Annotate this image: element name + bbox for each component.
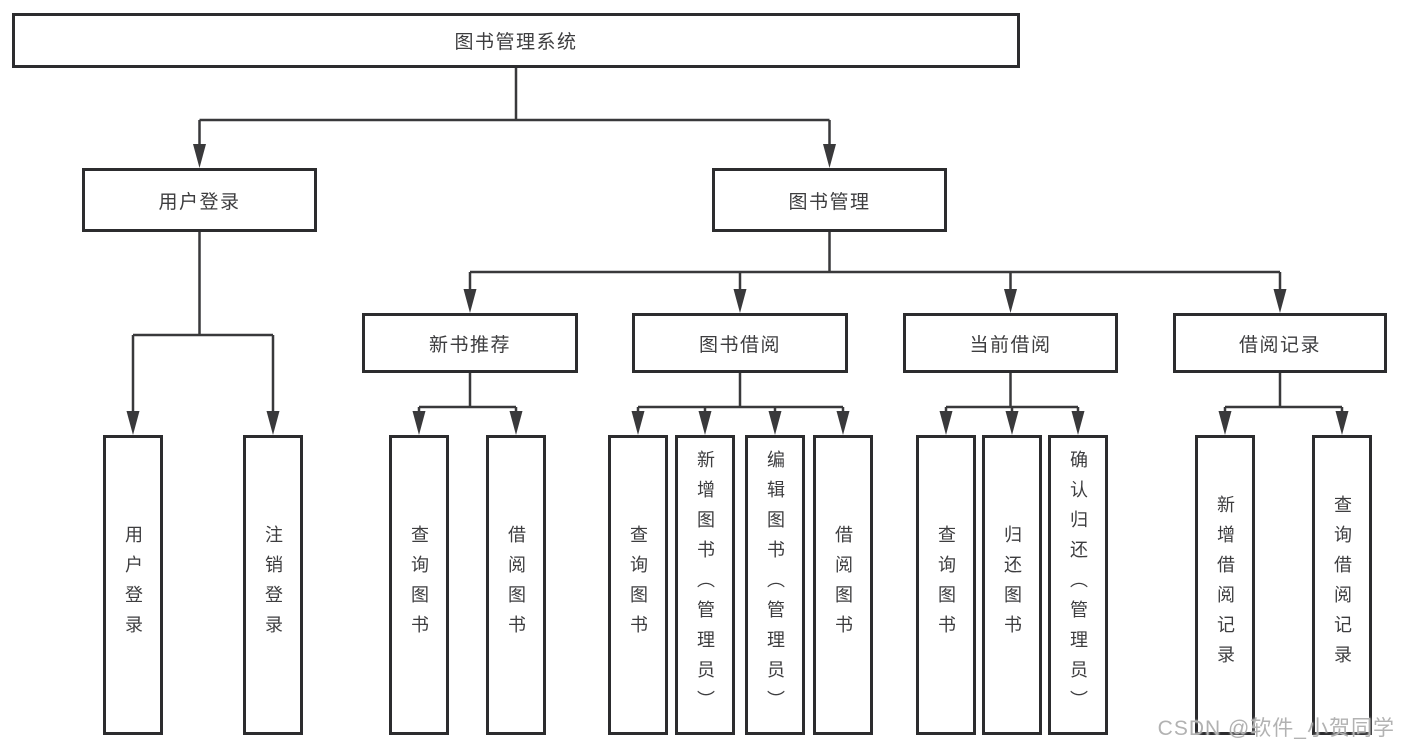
node-label: 新增图书（管理员） [695, 450, 715, 720]
leaf-user-login: 用户登录 [103, 435, 163, 735]
leaf-confirm-return-admin: 确认归还（管理员） [1048, 435, 1108, 735]
node-label: 新书推荐 [428, 334, 511, 356]
leaf-borrow-book: 借阅图书 [813, 435, 873, 735]
node-label: 查询借阅记录 [1332, 495, 1352, 675]
node-book-borrowing: 图书借阅 [632, 313, 848, 373]
node-label: 查询图书 [409, 525, 429, 645]
node-label: 查询图书 [628, 525, 648, 645]
node-label: 确认归还（管理员） [1068, 450, 1088, 720]
node-label: 当前借阅 [969, 334, 1052, 356]
node-book-management: 图书管理 [712, 168, 947, 232]
node-label: 借阅记录 [1238, 334, 1321, 356]
csdn-watermark: CSDN @软件_小贺同学 [1157, 717, 1395, 740]
leaf-query-borrow-record: 查询借阅记录 [1312, 435, 1372, 735]
node-label: 查询图书 [936, 525, 956, 645]
leaf-borrow-book: 借阅图书 [486, 435, 546, 735]
node-label: 用户登录 [158, 191, 241, 213]
node-new-book-recommendation: 新书推荐 [362, 313, 578, 373]
node-label: 编辑图书（管理员） [765, 450, 785, 720]
node-current-borrowing: 当前借阅 [903, 313, 1118, 373]
leaf-edit-book-admin: 编辑图书（管理员） [745, 435, 805, 735]
node-user-login: 用户登录 [82, 168, 317, 232]
node-label: 注销登录 [263, 525, 283, 645]
node-label: 借阅图书 [506, 525, 526, 645]
node-label: 图书管理 [788, 191, 871, 213]
leaf-logout: 注销登录 [243, 435, 303, 735]
node-label: 借阅图书 [833, 525, 853, 645]
node-label: 归还图书 [1002, 525, 1022, 645]
node-label: 图书借阅 [698, 334, 781, 356]
leaf-query-book: 查询图书 [608, 435, 668, 735]
leaf-query-book: 查询图书 [916, 435, 976, 735]
node-label: 图书管理系统 [454, 32, 578, 53]
leaf-add-borrow-record: 新增借阅记录 [1195, 435, 1255, 735]
leaf-return-book: 归还图书 [982, 435, 1042, 735]
node-borrowing-records: 借阅记录 [1173, 313, 1387, 373]
node-book-management-system: 图书管理系统 [12, 13, 1020, 68]
leaf-query-book: 查询图书 [389, 435, 449, 735]
node-label: 新增借阅记录 [1215, 495, 1235, 675]
node-label: 用户登录 [123, 525, 143, 645]
leaf-add-book-admin: 新增图书（管理员） [675, 435, 735, 735]
